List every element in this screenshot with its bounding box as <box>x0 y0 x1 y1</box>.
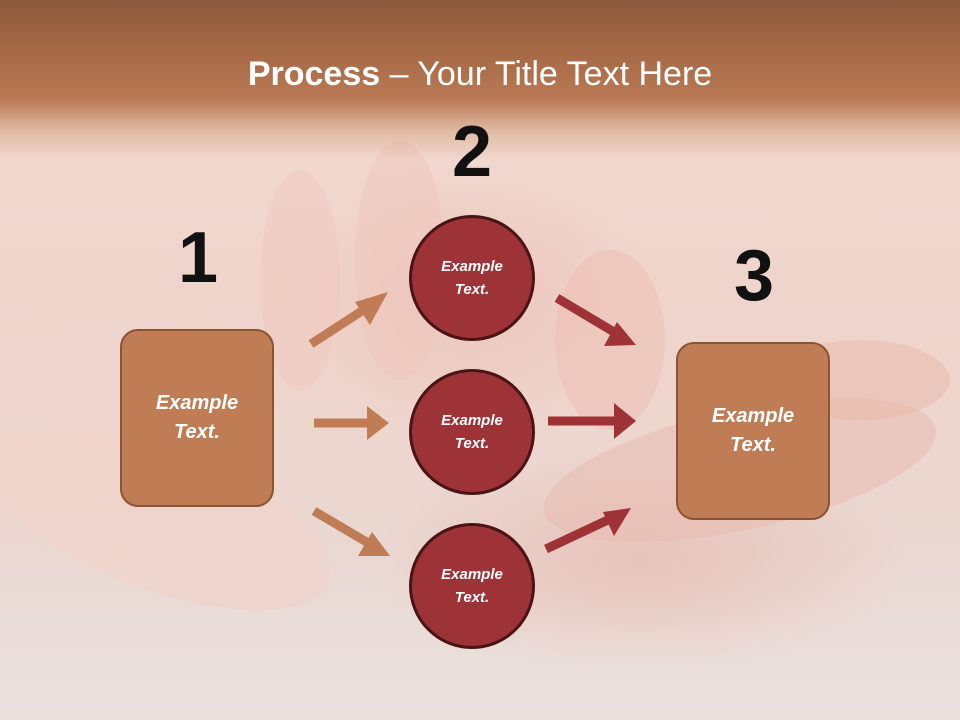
circle-top-text: Example Text. <box>441 258 503 298</box>
circle-middle-text: Example Text. <box>441 412 503 452</box>
step-number-2: 2 <box>451 112 493 192</box>
arrow-top-to-right <box>554 294 636 346</box>
arrow-box-to-middle <box>314 406 389 440</box>
title-bold: Process <box>247 55 381 93</box>
circle-top: Example Text. <box>409 215 535 341</box>
left-box-text: Example Text. <box>155 392 239 443</box>
right-box-text: Example Text. <box>711 405 795 456</box>
arrow-box-to-top <box>308 292 388 348</box>
right-process-box: Example Text. <box>676 342 830 520</box>
arrow-box-to-bottom <box>311 507 390 556</box>
step-number-3: 3 <box>733 236 775 316</box>
arrow-middle-to-right <box>548 403 636 439</box>
title-rest: – Your Title Text Here <box>380 55 713 93</box>
arrow-bottom-to-right <box>544 508 631 554</box>
left-process-box: Example Text. <box>120 329 274 507</box>
circle-bottom-text: Example Text. <box>441 566 503 606</box>
step-number-1: 1 <box>177 218 219 298</box>
title-band <box>0 0 960 160</box>
slide-title: Process – Your Title Text Here <box>0 52 960 96</box>
circle-bottom: Example Text. <box>409 523 535 649</box>
circle-middle: Example Text. <box>409 369 535 495</box>
